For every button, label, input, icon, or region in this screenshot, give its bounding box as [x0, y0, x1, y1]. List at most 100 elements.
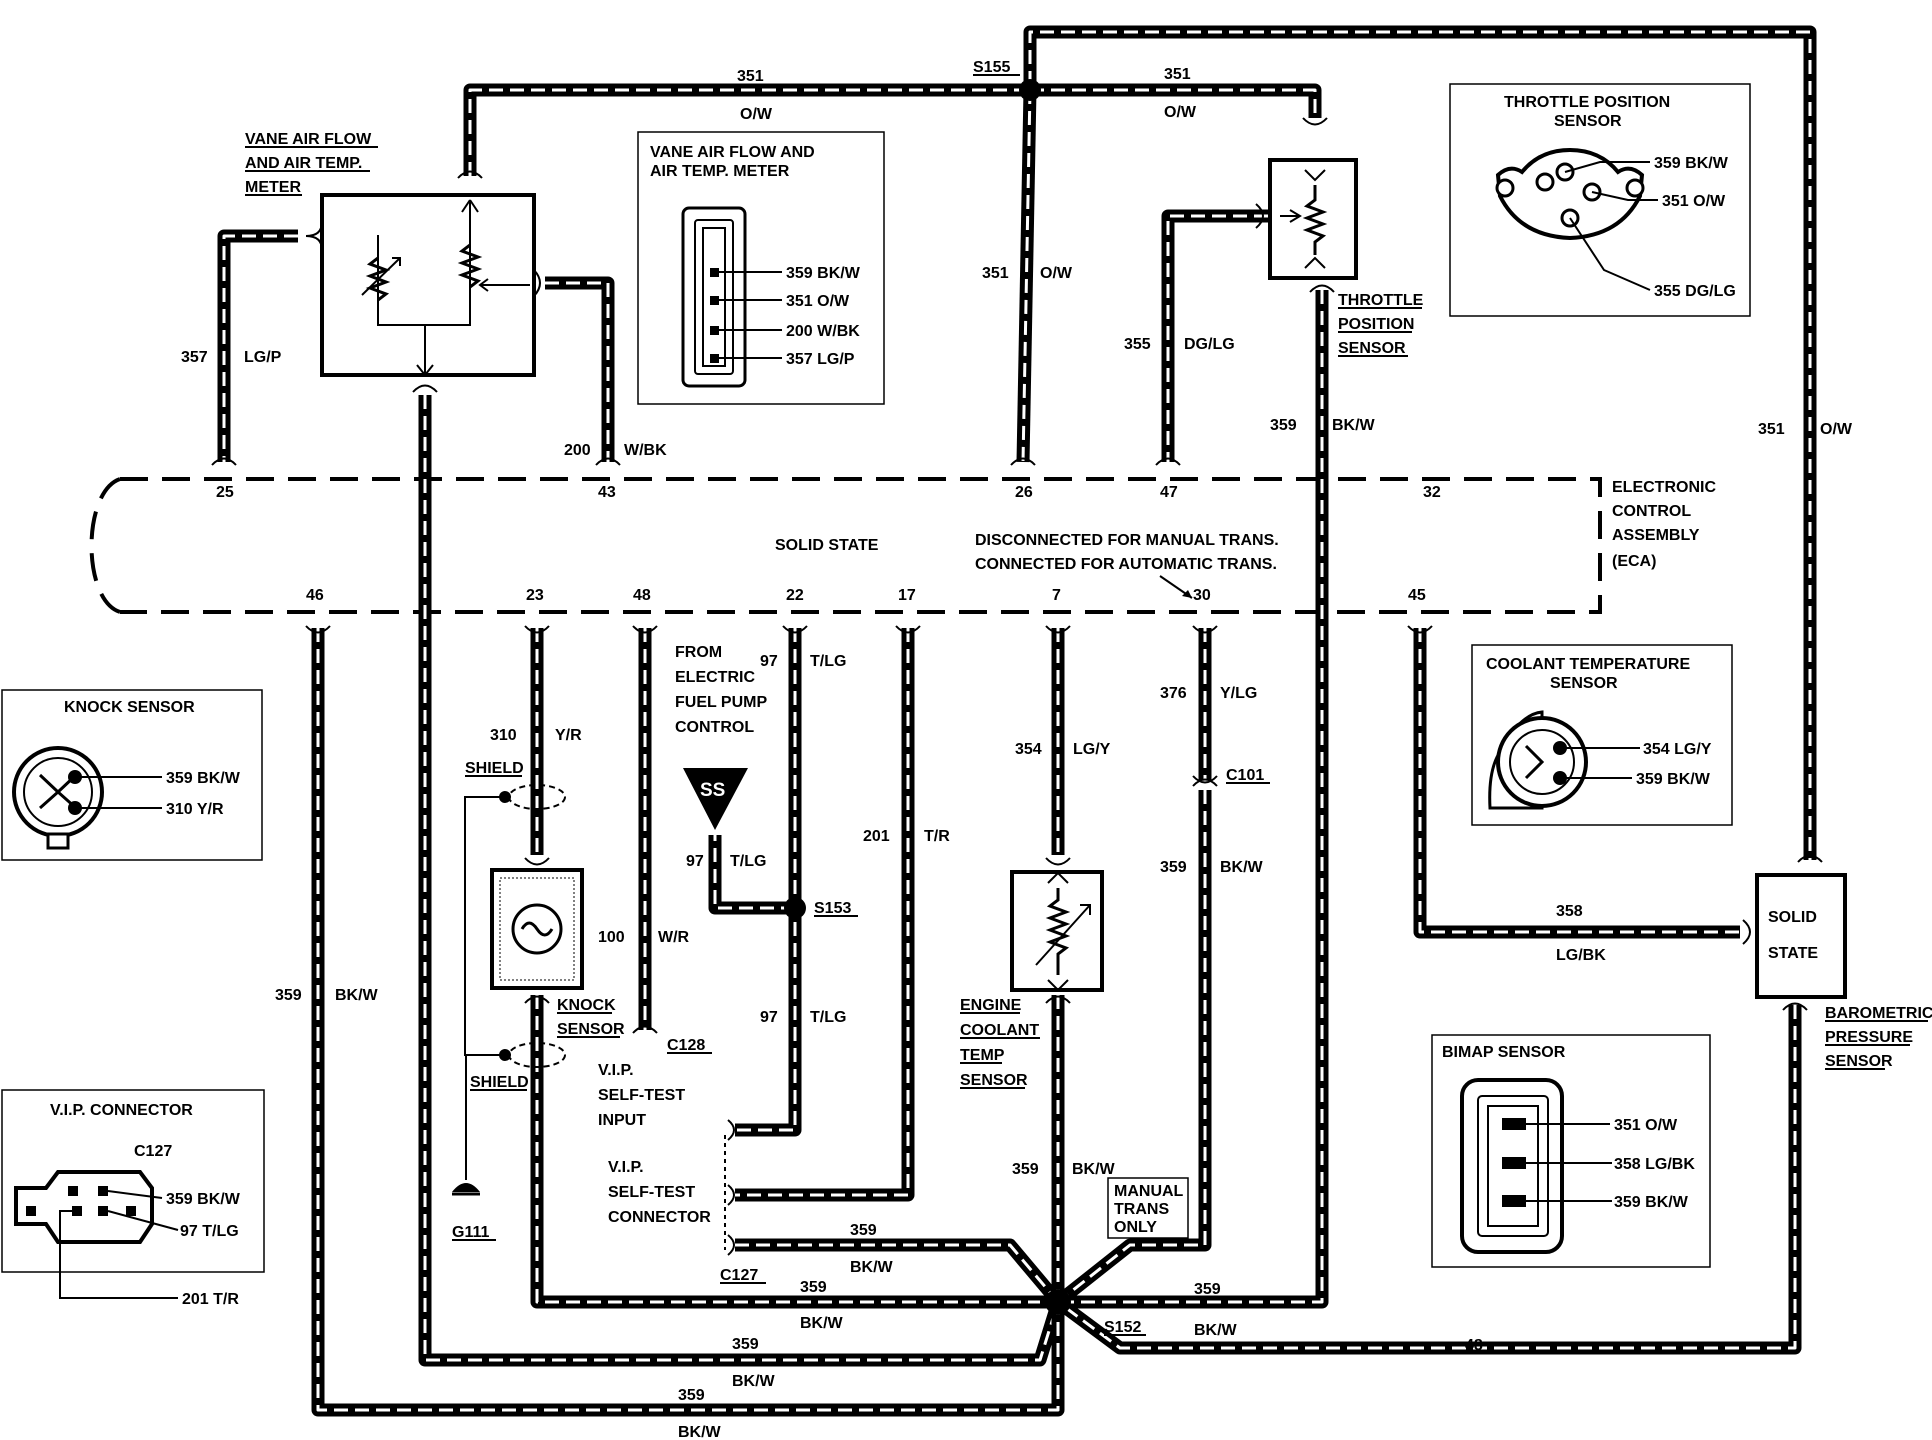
ect-label-2: COOLANT: [960, 1022, 1039, 1039]
c101-connector: C101: [1226, 767, 1270, 784]
inset-vane-title-2: AIR TEMP. METER: [650, 163, 790, 180]
inset-tps-pin-3: 355 DG/LG: [1654, 283, 1736, 300]
c127-label: C127: [720, 1267, 758, 1284]
inset-vane-pin-3: 200 W/BK: [786, 323, 860, 340]
wire-label: LG/BK: [1556, 947, 1606, 964]
wire-label: BK/W: [1220, 859, 1264, 876]
tps-label-1: THROTTLE: [1338, 292, 1424, 309]
wire-label: BK/W: [1194, 1322, 1238, 1339]
inset-bimap: BIMAP SENSOR 351 O/W 358 LG/BK 359 BK/W: [1431, 1034, 1711, 1268]
barometric-pressure-sensor: SOLID STATE BAROMETRIC PRESSURE SENSOR: [1742, 854, 1932, 1070]
s153-label: S153: [814, 900, 851, 917]
ecu-note-1: DISCONNECTED FOR MANUAL TRANS.: [975, 532, 1279, 549]
ecu-pin-43: 43: [598, 484, 616, 501]
shield-label-bottom: SHIELD: [470, 1074, 529, 1091]
tps-label-2: POSITION: [1338, 316, 1414, 333]
inset-vane-pin-1: 359 BK/W: [786, 265, 861, 282]
wire-label: O/W: [740, 106, 773, 123]
throttle-position-sensor: THROTTLE POSITION SENSOR: [1255, 117, 1424, 357]
wire-label: T/R: [924, 828, 950, 845]
solid-label-2: STATE: [1768, 945, 1818, 962]
wire-label: 359: [678, 1387, 705, 1404]
wire-label: 351: [737, 68, 764, 85]
s155-label: S155: [973, 59, 1010, 76]
wire-label: W/R: [658, 929, 690, 946]
ecu-pin-25: 25: [216, 484, 234, 501]
fuel-label-3: FUEL PUMP: [675, 694, 767, 711]
knock-sensor: KNOCK SENSOR SHIELD SHIELD G111: [452, 760, 625, 1241]
ground-label: G111: [452, 1224, 489, 1241]
inset-vane-connector: VANE AIR FLOW AND AIR TEMP. METER 359 BK…: [637, 131, 885, 405]
connector-tips: [211, 457, 1433, 1256]
s152-label: S152: [1104, 1319, 1141, 1336]
inset-knock-pin-1: 359 BK/W: [166, 770, 241, 787]
vip-conn-2: SELF-TEST: [608, 1184, 695, 1201]
wire-label: T/LG: [810, 1009, 846, 1026]
wire-label: Y/R: [555, 727, 582, 744]
vip-input-3: INPUT: [598, 1112, 646, 1129]
wire-label: 100: [598, 929, 625, 946]
wire-label: 97: [686, 853, 704, 870]
wire-label: BK/W: [800, 1315, 844, 1332]
ecu-pin-32: 32: [1423, 484, 1441, 501]
inset-bimap-pin-3: 359 BK/W: [1614, 1194, 1689, 1211]
ecu-note-2: CONNECTED FOR AUTOMATIC TRANS.: [975, 556, 1277, 573]
wire-label: 351: [1164, 66, 1191, 83]
inset-vip: V.I.P. CONNECTOR C127 359 BK/W 97 T/LG 2…: [1, 1089, 265, 1308]
wire-label: 359: [732, 1336, 759, 1353]
wire-label: 351: [982, 265, 1009, 282]
ecu-inner-label: SOLID STATE: [775, 537, 879, 554]
wire-label: BK/W: [335, 987, 379, 1004]
wire-label: 359: [1270, 417, 1297, 434]
knock-label-2: SENSOR: [557, 1021, 625, 1038]
fuel-label-1: FROM: [675, 644, 722, 661]
wire-label: 97: [760, 653, 778, 670]
wire-label: 359: [1160, 859, 1187, 876]
tps-label-3: SENSOR: [1338, 340, 1406, 357]
wire-label: O/W: [1164, 104, 1197, 121]
inset-bimap-pin-2: 358 LG/BK: [1614, 1156, 1695, 1173]
knock-label-1: KNOCK: [557, 997, 616, 1014]
ecu-outline: [89, 477, 1602, 614]
inset-tps-pin-1: 359 BK/W: [1654, 155, 1729, 172]
wire-label: 359: [1194, 1281, 1221, 1298]
vip-conn-1: V.I.P.: [608, 1159, 644, 1176]
wire-label: 354: [1015, 741, 1042, 758]
wire-label: T/LG: [810, 653, 846, 670]
wire-label: LG/Y: [1073, 741, 1111, 758]
wire-label: O/W: [1820, 421, 1853, 438]
vip-conn-3: CONNECTOR: [608, 1209, 711, 1226]
ecu-title-1: ELECTRONIC: [1612, 479, 1716, 496]
manual-label-3: ONLY: [1114, 1219, 1157, 1236]
inset-tps-title-1: THROTTLE POSITION: [1504, 94, 1670, 111]
inset-bimap-pin-1: 351 O/W: [1614, 1117, 1678, 1134]
wire-label: 359: [850, 1222, 877, 1239]
wire-label: DG/LG: [1184, 336, 1235, 353]
wire-label: 359: [275, 987, 302, 1004]
ecu-pin-45: 45: [1408, 587, 1426, 604]
wires: [217, 25, 1817, 1417]
ect-label-4: SENSOR: [960, 1072, 1028, 1089]
baro-label-1: BAROMETRIC: [1825, 1005, 1932, 1022]
wire-labels: 351 O/W 351 O/W 351 O/W 351 O/W 357 LG/P…: [181, 66, 1853, 1440]
vip-self-test: C128 V.I.P. SELF-TEST INPUT V.I.P. SELF-…: [598, 1037, 766, 1284]
ecu-pin-7: 7: [1052, 587, 1061, 604]
wire-label: 200: [564, 442, 591, 459]
inset-cts-pin-1: 354 LG/Y: [1643, 741, 1712, 758]
ecu-title-2: CONTROL: [1612, 503, 1691, 520]
ecu-pin-22: 22: [786, 587, 804, 604]
wire-label: O/W: [1040, 265, 1073, 282]
ecu-title-3: ASSEMBLY: [1612, 527, 1700, 544]
ecu-pin-26: 26: [1015, 484, 1033, 501]
ect-label-3: TEMP: [960, 1047, 1005, 1064]
vane-label-2: AND AIR TEMP.: [245, 155, 362, 172]
wire-label: BK/W: [732, 1373, 776, 1390]
splice-s152: S152: [1045, 1289, 1146, 1336]
fuel-label-2: ELECTRIC: [675, 669, 755, 686]
wire-label: 358: [1556, 903, 1583, 920]
ecu-pin-46: 46: [306, 587, 324, 604]
inset-knock: KNOCK SENSOR 359 BK/W 310 Y/R: [1, 689, 263, 861]
inset-vip-pin-1: 359 BK/W: [166, 1191, 241, 1208]
vane-label-3: METER: [245, 179, 301, 196]
